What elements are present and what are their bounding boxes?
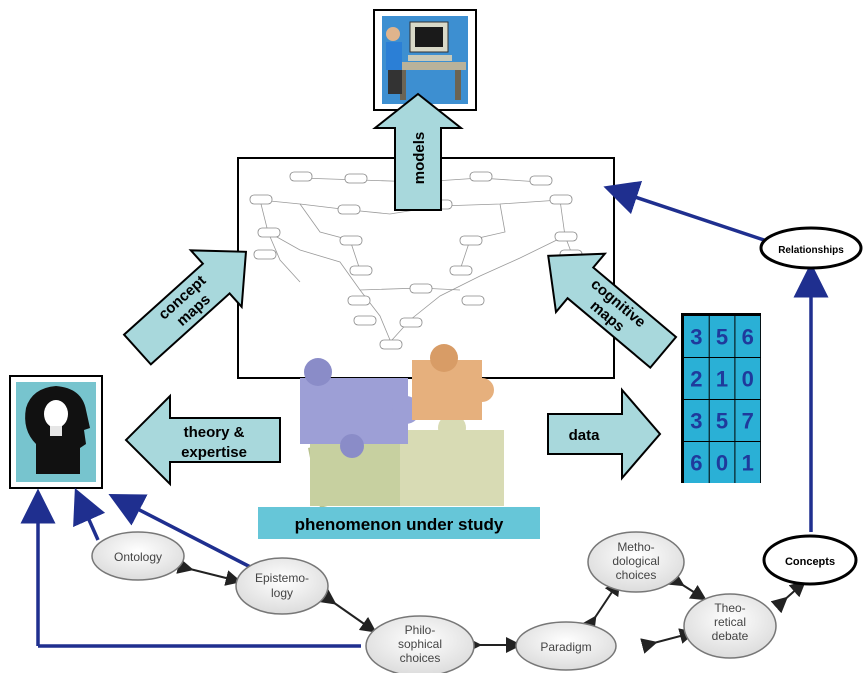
theory-label-line2: expertise (181, 444, 247, 461)
grid-cell (735, 358, 761, 399)
oval-epistemology: Epistemo- logy (235, 557, 329, 615)
lightbulb-head-icon (9, 375, 103, 489)
phenomenon-label: phenomenon under study (295, 515, 504, 534)
oval-ontology: Ontology (91, 531, 185, 581)
models-label: models (411, 132, 428, 185)
grid-number: 0 (716, 451, 728, 476)
oval-methodological-line2: dological (612, 554, 659, 568)
grid-number: 5 (716, 325, 728, 350)
oval-paradigm: Paradigm (515, 621, 617, 671)
oval-philosophical-line2: sophical (398, 637, 442, 651)
grid-cell (684, 358, 709, 399)
grid-number: 0 (742, 367, 754, 392)
oval-philosophical-choices: Philo- sophical choices (365, 615, 475, 673)
grid-number: 7 (742, 409, 754, 434)
grid-cell (709, 400, 735, 441)
puzzle-illustration (300, 344, 504, 508)
oval-methodological-choices: Metho- dological choices (587, 531, 685, 593)
oval-ontology-label: Ontology (114, 550, 162, 564)
oval-concepts-label: Concepts (785, 556, 835, 568)
grid-number: 1 (742, 451, 754, 476)
oval-methodological-line1: Metho- (617, 540, 654, 554)
grid-number: 3 (690, 325, 702, 350)
grid-number: 6 (742, 325, 754, 350)
computer-user-icon (373, 9, 477, 111)
oval-theoretical-line3: debate (712, 629, 749, 643)
oval-concepts: Concepts (762, 534, 858, 586)
grid-cell (709, 442, 735, 483)
grid-cell (684, 400, 709, 441)
oval-philosophical-line1: Philo- (405, 623, 436, 637)
grid-cell (709, 316, 735, 357)
grid-number: 6 (690, 451, 702, 476)
grid-cell (735, 316, 761, 357)
oval-theoretical-debate: Theo- retical debate (683, 593, 777, 659)
grid-number: 1 (716, 367, 728, 392)
data-label: data (569, 427, 601, 444)
grid-number: 2 (690, 367, 702, 392)
phenomenon-banner: phenomenon under study (258, 507, 540, 539)
grid-number: 3 (690, 409, 702, 434)
grid-cell (709, 358, 735, 399)
oval-relationships: Relationships (759, 226, 863, 270)
data-arrow: data (547, 387, 662, 481)
oval-theoretical-line1: Theo- (714, 601, 745, 615)
theory-label-line1: theory & (184, 424, 245, 441)
oval-epistemology-line2: logy (271, 586, 293, 600)
oval-philosophical-line3: choices (400, 651, 441, 665)
theory-expertise-arrow: theory & expertise (124, 393, 281, 487)
grid-cell (684, 316, 709, 357)
grid-number: 5 (716, 409, 728, 434)
oval-methodological-line3: choices (616, 568, 657, 582)
oval-theoretical-line2: retical (714, 615, 746, 629)
grid-cell (684, 442, 709, 483)
grid-cell (735, 442, 761, 483)
oval-epistemology-line1: Epistemo- (255, 571, 309, 585)
oval-relationships-label: Relationships (778, 245, 844, 256)
models-arrow: models (372, 92, 464, 211)
double-arrows (176, 558, 806, 654)
grid-cell (735, 400, 761, 441)
oval-paradigm-label: Paradigm (540, 640, 591, 654)
